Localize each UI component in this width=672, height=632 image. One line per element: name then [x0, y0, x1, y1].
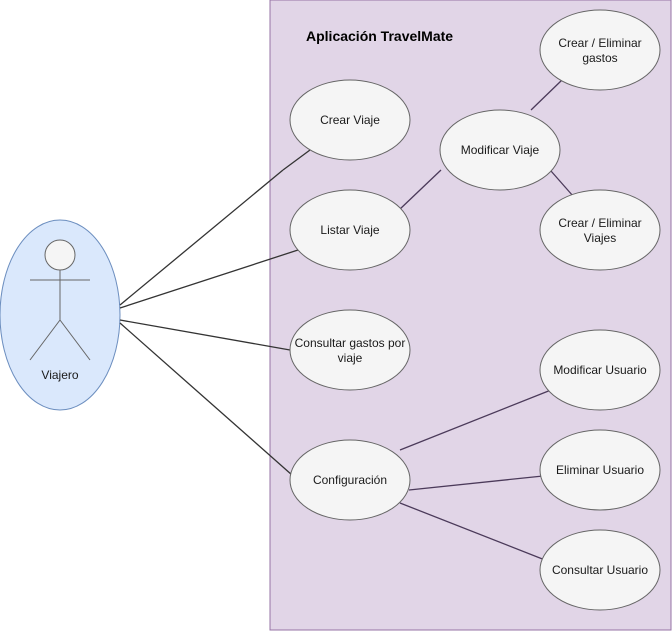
usecase-shape: [539, 189, 661, 271]
usecase-label: Configuración: [313, 473, 387, 487]
associations: [119, 79, 574, 561]
usecase-label-line2: viaje: [338, 351, 363, 365]
usecase-shape: [289, 189, 411, 271]
usecase-label-line1: Crear / Eliminar: [558, 216, 641, 230]
usecase-crear-eliminar-gastos[interactable]: Crear / Eliminar gastos: [539, 9, 661, 91]
link-config-consultar-usuario: [399, 502, 546, 561]
usecase-listar-viaje[interactable]: Listar Viaje: [289, 189, 411, 271]
system-title: Aplicación TravelMate: [306, 28, 453, 44]
link-listar-modificar: [398, 169, 442, 211]
assoc-actor-consultar-gastos: [119, 319, 291, 351]
usecase-shape: [539, 329, 661, 411]
assoc-actor-listar-viaje: [119, 249, 299, 309]
usecase-label: Consultar Usuario: [552, 563, 648, 577]
usecase-crear-viaje[interactable]: Crear Viaje: [289, 79, 411, 161]
usecase-label: Listar Viaje: [320, 223, 379, 237]
usecase-shape: [289, 439, 411, 521]
link-config-modificar-usuario: [399, 389, 552, 451]
actor-head: [44, 239, 76, 271]
usecase-label: Modificar Usuario: [553, 363, 647, 377]
usecase-label: Modificar Viaje: [461, 143, 540, 157]
usecase-shape: [539, 9, 661, 91]
link-modificar-viajes: [550, 170, 574, 197]
usecase-shape: [289, 309, 411, 391]
usecase-consultar-gastos-por-viaje[interactable]: Consultar gastos por viaje: [289, 309, 411, 391]
assoc-actor-crear-viaje: [119, 169, 284, 306]
usecase-consultar-usuario[interactable]: Consultar Usuario: [539, 529, 661, 611]
usecase-label: Crear Viaje: [320, 113, 380, 127]
actor-right-leg: [59, 319, 91, 361]
usecase-label: Eliminar Usuario: [556, 463, 644, 477]
usecase-crear-eliminar-viajes[interactable]: Crear / Eliminar Viajes: [539, 189, 661, 271]
usecase-shape: [539, 529, 661, 611]
actor-label: Viajero: [41, 368, 78, 382]
usecase-configuracion[interactable]: Configuración: [289, 439, 411, 521]
usecase-label-line2: Viajes: [584, 231, 616, 245]
assoc-actor-crear-viaje-seg: [282, 149, 311, 171]
assoc-actor-configuracion: [119, 322, 293, 476]
usecase-label-line1: Crear / Eliminar: [558, 36, 641, 50]
usecase-eliminar-usuario[interactable]: Eliminar Usuario: [539, 429, 661, 511]
usecase-label-line1: Consultar gastos por: [295, 336, 406, 350]
usecase-modificar-usuario[interactable]: Modificar Usuario: [539, 329, 661, 411]
usecase-shape: [539, 429, 661, 511]
usecase-shape: [439, 109, 561, 191]
actor-left-leg: [29, 319, 61, 361]
usecase-modificar-viaje[interactable]: Modificar Viaje: [439, 109, 561, 191]
actor-figure: [29, 239, 91, 361]
usecase-shape: [289, 79, 411, 161]
usecase-label-line2: gastos: [582, 51, 617, 65]
link-modificar-gastos: [530, 79, 563, 111]
link-config-eliminar-usuario: [408, 475, 544, 491]
